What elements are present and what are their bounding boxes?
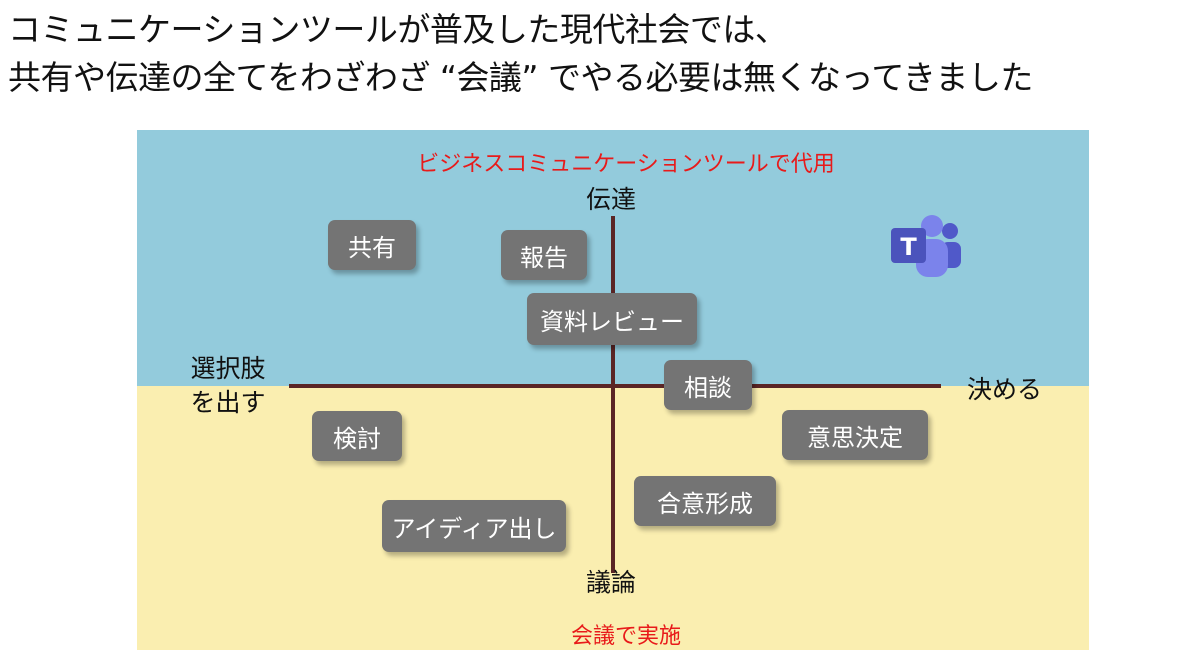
title-line-1: コミュニケーションツールが普及した現代社会では、 (8, 10, 788, 49)
axis-label-right: 決める (967, 375, 1043, 404)
vertical-axis (611, 216, 615, 573)
upper-zone-label: ビジネスコミュニケーションツールで代用 (417, 152, 835, 177)
title-line-2: 共有や伝達の全てをわざわざ “会議” でやる必要は無くなってきました (8, 58, 1033, 97)
item-decision: 意思決定 (782, 410, 928, 460)
teams-logo-letter: T (900, 233, 917, 261)
item-ideas: アイディア出し (382, 500, 566, 552)
quadrant-diagram: ビジネスコミュニケーションツールで代用 会議で実施 伝達 議論 決める 選択肢を… (137, 130, 1089, 650)
axis-label-top: 伝達 (585, 185, 637, 214)
microsoft-teams-icon: T (891, 215, 961, 277)
item-examine: 検討 (312, 411, 402, 461)
horizontal-axis (289, 384, 941, 388)
item-consult: 相談 (664, 360, 752, 410)
item-doc-review: 資料レビュー (527, 293, 697, 345)
axis-label-left: 選択肢を出す (190, 354, 266, 417)
item-consensus: 合意形成 (634, 476, 776, 526)
lower-zone-label: 会議で実施 (570, 624, 682, 649)
item-report: 報告 (501, 230, 587, 280)
item-share: 共有 (328, 220, 416, 270)
axis-label-bottom: 議論 (585, 568, 637, 597)
